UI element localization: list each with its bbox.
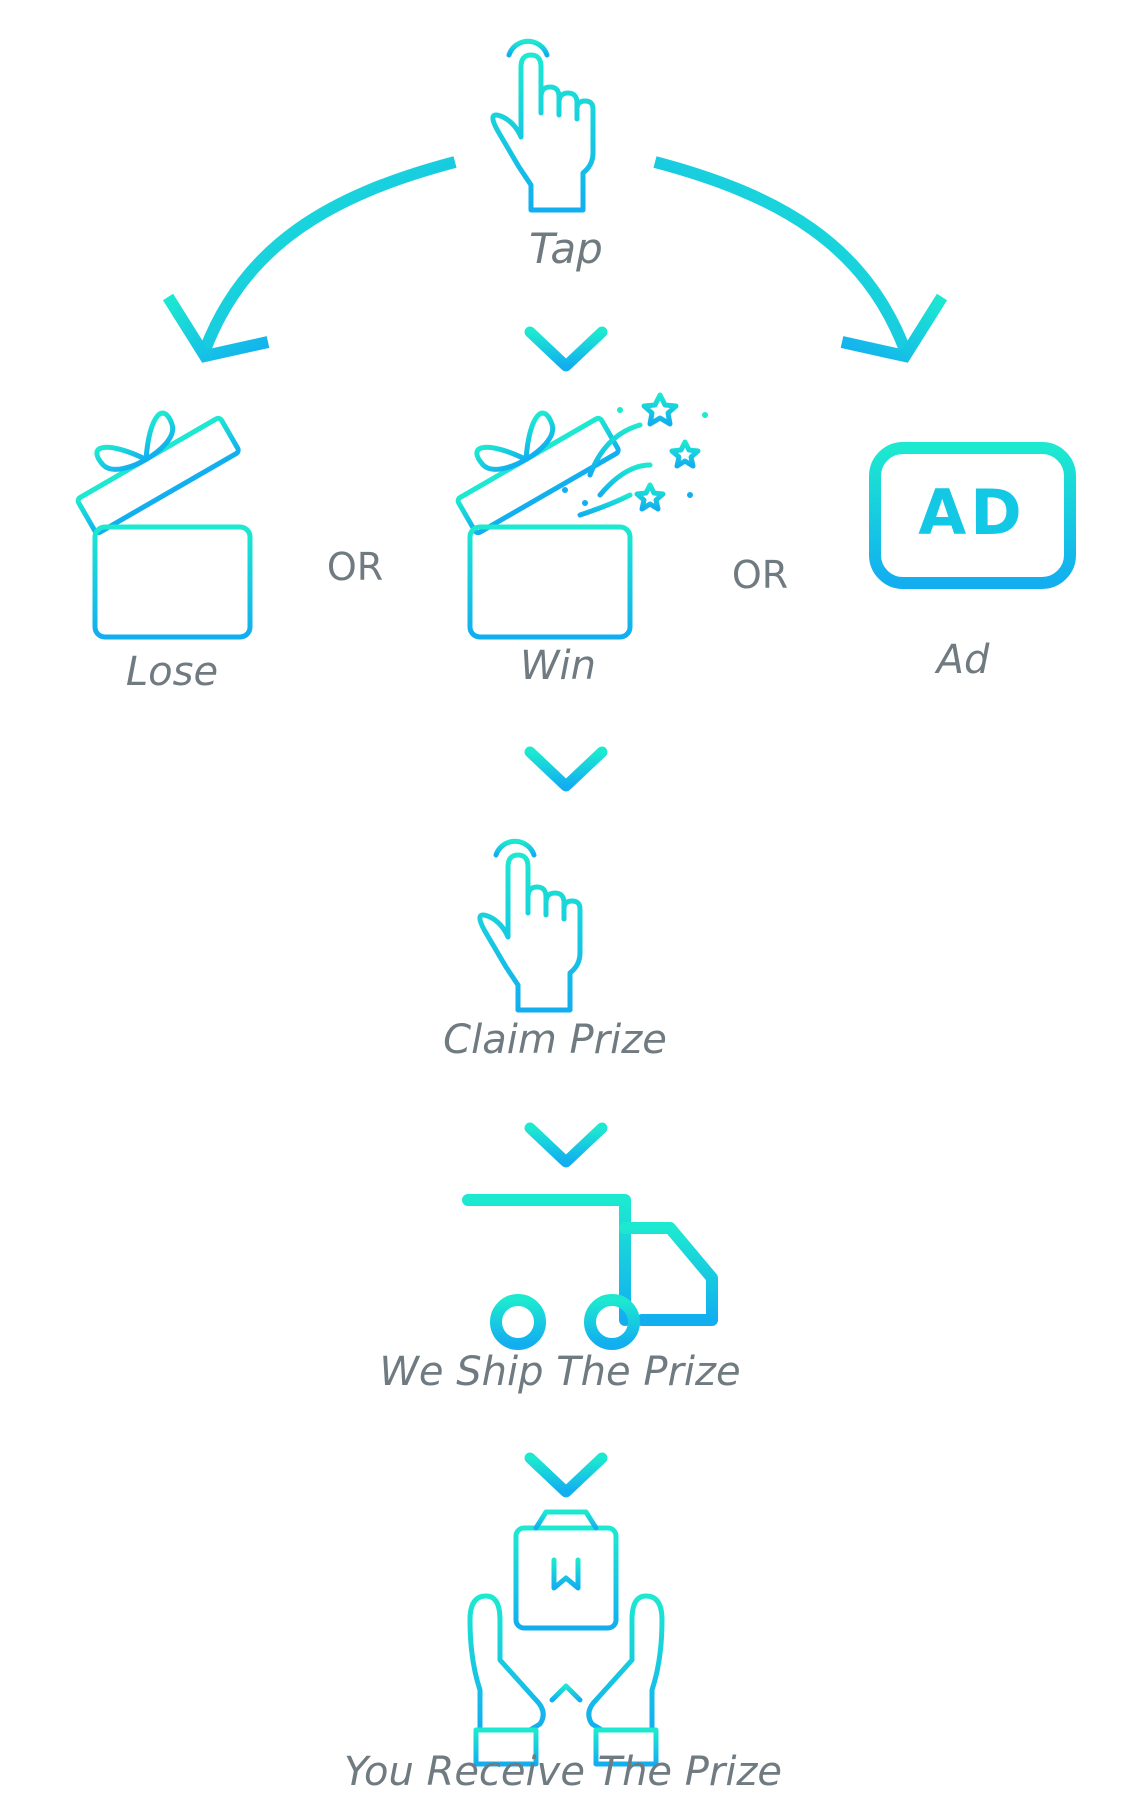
- tap-label: Tap: [529, 224, 603, 273]
- down-arrow-win-to-claim: [524, 706, 608, 792]
- lose-label: Lose: [125, 649, 219, 695]
- down-arrow-claim-to-ship: [524, 1082, 608, 1168]
- delivery-truck-icon: [446, 1194, 718, 1350]
- ad-monitor-icon: [869, 442, 1076, 622]
- ad-screen-text: AD: [918, 476, 1026, 549]
- down-arrow-tap-to-win: [524, 286, 608, 372]
- claim-prize-label: Claim Prize: [443, 1017, 667, 1063]
- hands-receiving-box-icon: [467, 1509, 665, 1767]
- receive-prize-label: You Receive The Prize: [343, 1749, 783, 1795]
- or-connector-left: OR: [326, 545, 384, 589]
- ad-label: Ad: [936, 637, 990, 683]
- win-label: Win: [519, 643, 597, 689]
- ship-prize-label: We Ship The Prize: [379, 1349, 741, 1395]
- left-branch-arrow: [162, 156, 457, 363]
- open-gift-box-icon: [75, 410, 253, 640]
- down-arrow-ship-to-receive: [524, 1412, 608, 1498]
- gift-box-with-stars-icon: [455, 392, 708, 640]
- right-branch-arrow: [653, 156, 948, 363]
- pointing-hand-icon: [477, 838, 583, 1013]
- or-connector-right: OR: [731, 553, 789, 597]
- pointing-hand-icon: [490, 38, 596, 213]
